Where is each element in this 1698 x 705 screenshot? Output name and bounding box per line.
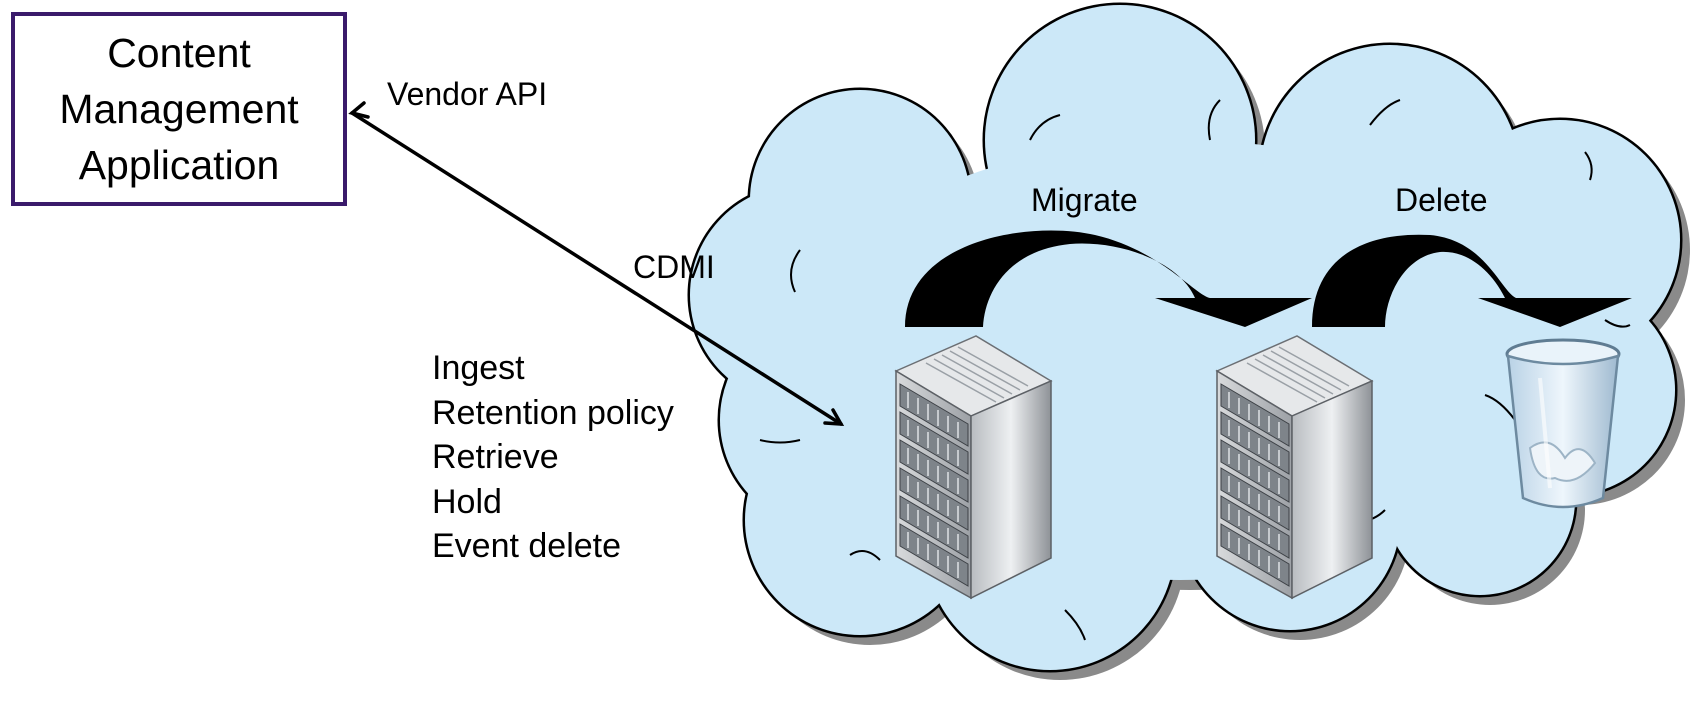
migrate-arrow xyxy=(905,230,1312,327)
storage-cloud xyxy=(690,5,1680,670)
cdmi-operations-list: Ingest Retention policy Retrieve Hold Ev… xyxy=(432,346,674,569)
operation-retention-policy: Retention policy xyxy=(432,393,674,432)
migrate-label: Migrate xyxy=(1031,182,1138,218)
application-title-line-1: Content xyxy=(107,30,251,76)
vendor-api-label: Vendor API xyxy=(387,76,548,112)
source-storage-server-icon xyxy=(895,335,1052,599)
operation-event-delete: Event delete xyxy=(432,527,622,565)
application-title-line-2: Management xyxy=(59,86,299,132)
delete-label: Delete xyxy=(1395,182,1488,218)
application-title-line-3: Application xyxy=(78,142,280,188)
target-storage-server-icon xyxy=(1216,335,1373,599)
operation-ingest: Ingest xyxy=(432,349,525,387)
cdmi-connection-arrow xyxy=(348,101,845,426)
content-management-application-box: Content Management Application xyxy=(11,12,347,206)
cdmi-label: CDMI xyxy=(633,249,715,285)
cloud-inner-arcs xyxy=(759,99,1631,641)
operation-hold: Hold xyxy=(432,482,502,521)
delete-arrow xyxy=(1312,234,1632,327)
trash-can-icon xyxy=(1505,338,1621,509)
operation-retrieve: Retrieve xyxy=(432,438,559,476)
